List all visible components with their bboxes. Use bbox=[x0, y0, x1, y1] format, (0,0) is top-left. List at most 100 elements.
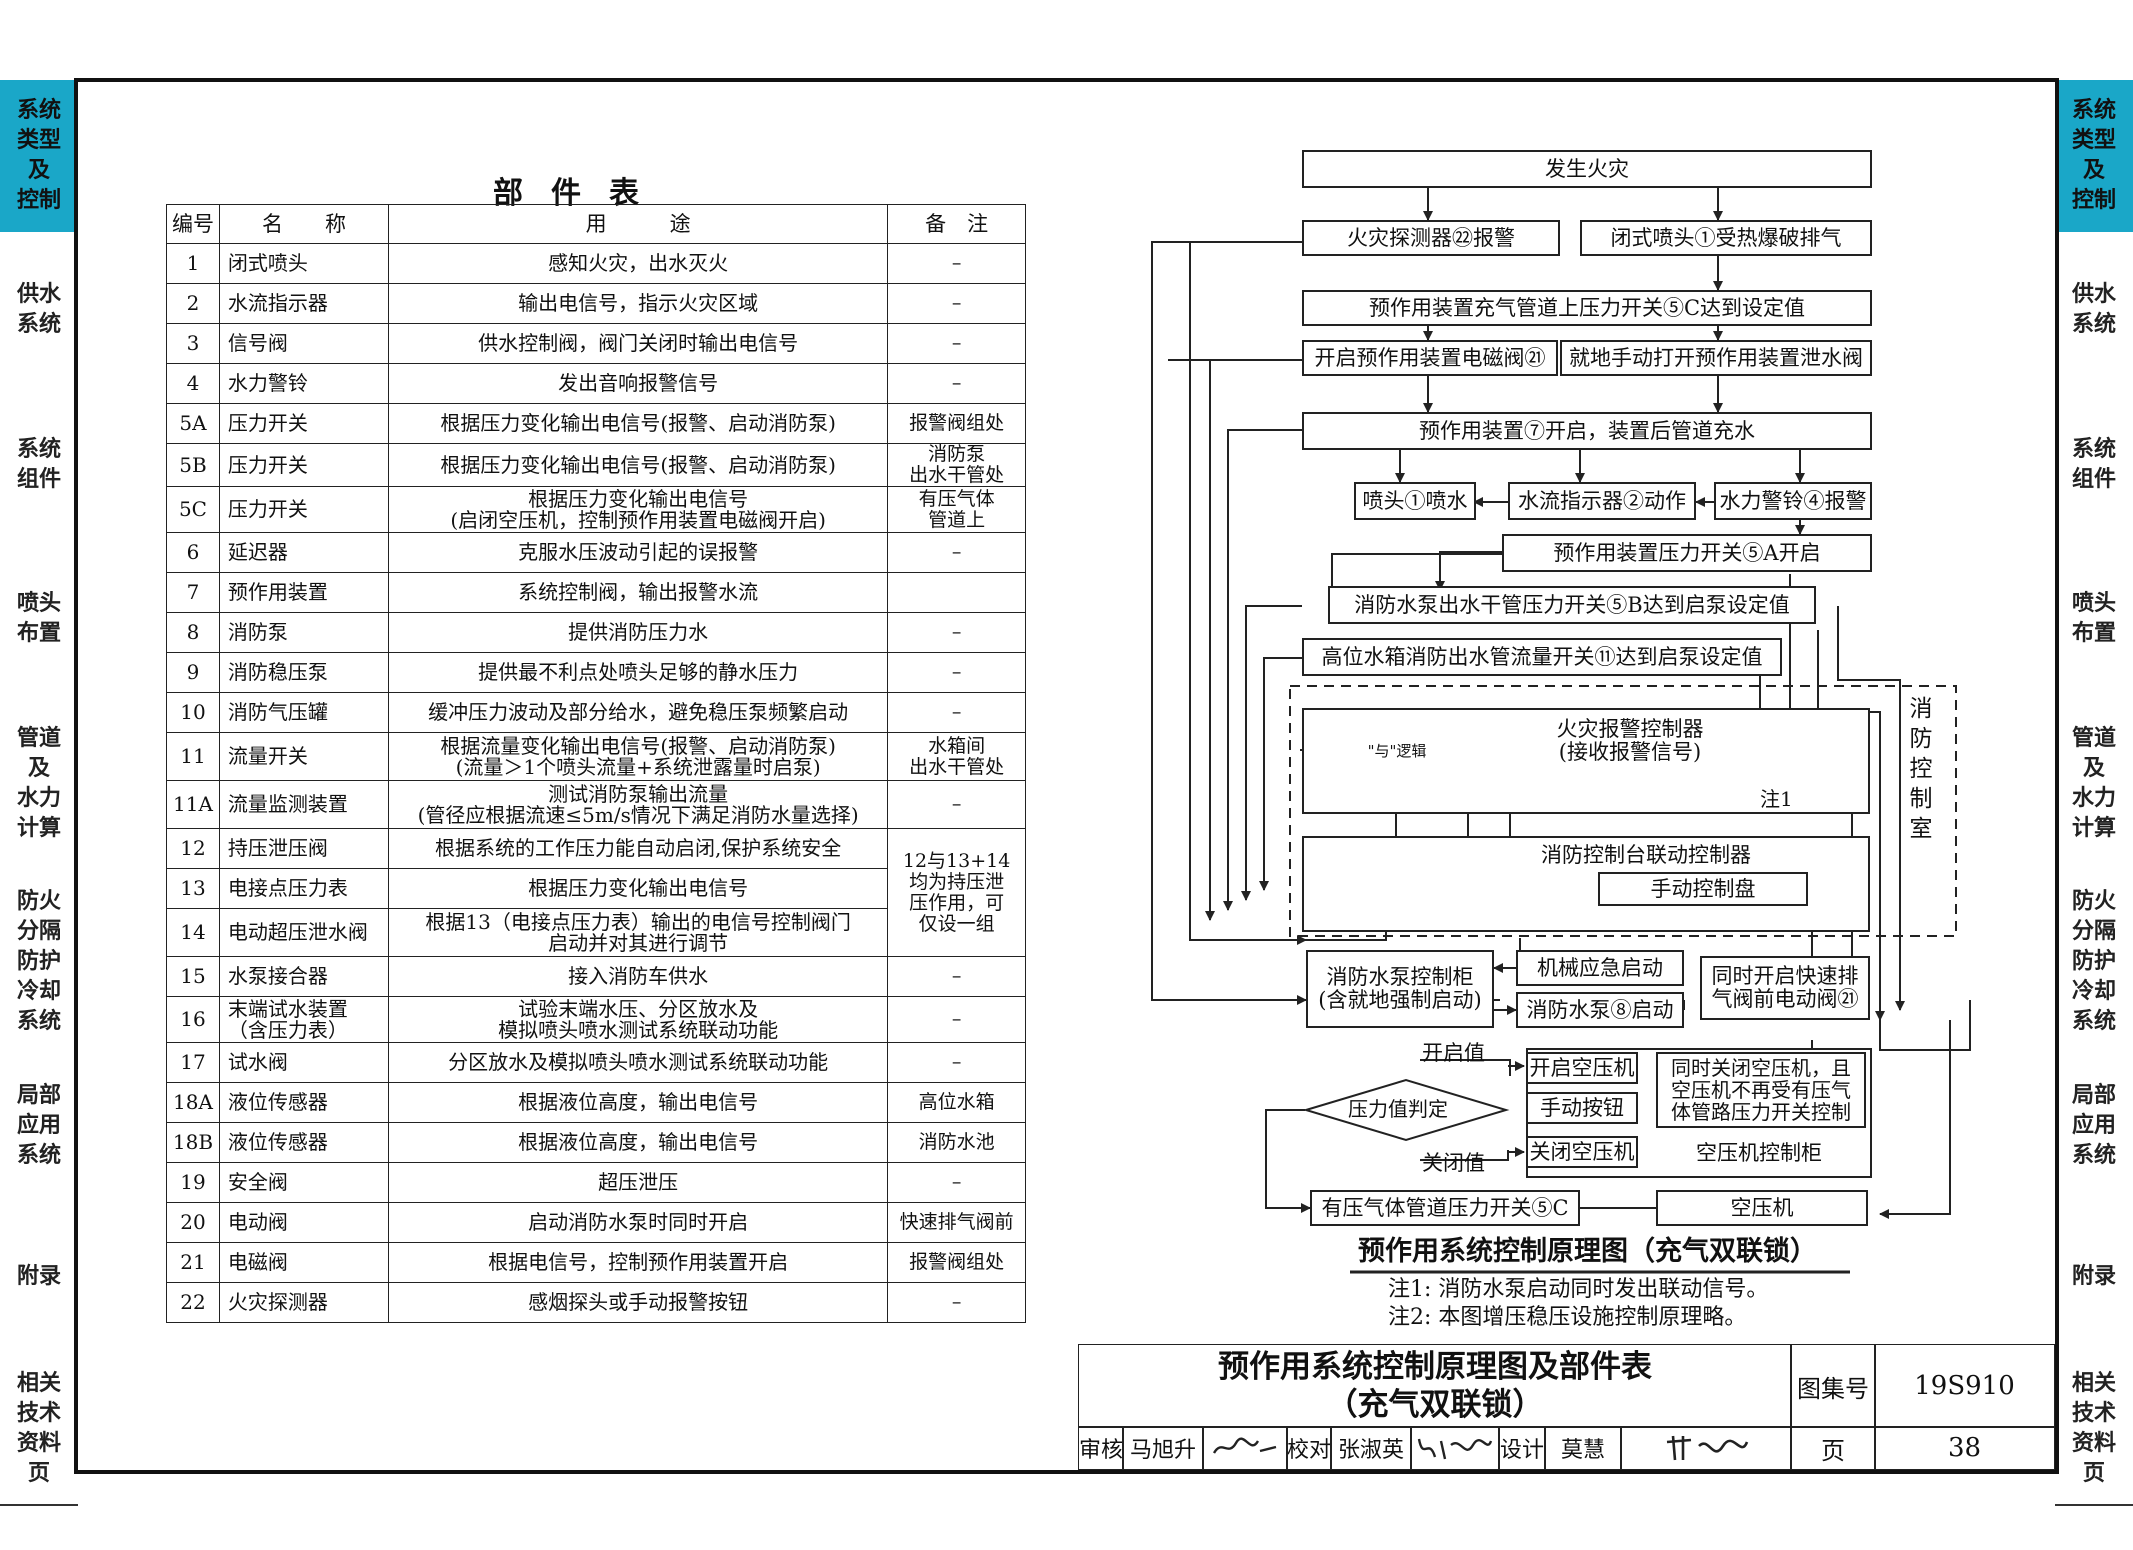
col-header-note: 备 注 bbox=[887, 204, 1026, 244]
left-sidebar-tab-7[interactable]: 局部 应用 系统 bbox=[0, 1052, 78, 1202]
right-sidebar-tab-2[interactable]: 供水 系统 bbox=[2055, 232, 2133, 390]
manual-drain-box: 就地手动打开预作用装置泄水阀 bbox=[1560, 340, 1872, 376]
left-sidebar-tab-5[interactable]: 管道 及 水力 计算 bbox=[0, 696, 78, 874]
right-sidebar-tab-7[interactable]: 局部 应用 系统 bbox=[2055, 1052, 2133, 1202]
part-number: 20 bbox=[166, 1202, 220, 1243]
part-name: 流量监测装置 bbox=[218, 780, 390, 829]
part-note: – bbox=[887, 956, 1026, 997]
switch-5a-box: 预作用装置压力开关⑤A开启 bbox=[1502, 534, 1872, 572]
left-sidebar-tab-8[interactable]: 附录 bbox=[0, 1200, 78, 1356]
part-use: 提供消防压力水 bbox=[388, 612, 889, 653]
part-number: 22 bbox=[166, 1282, 220, 1323]
part-number: 14 bbox=[166, 908, 220, 957]
part-note: – bbox=[887, 996, 1026, 1043]
design-label: 设计 bbox=[1498, 1426, 1546, 1470]
part-use: 供水控制阀，阀门关闭时输出电信号 bbox=[388, 323, 889, 364]
part-name: 电接点压力表 bbox=[218, 868, 390, 909]
part-note: 快速排气阀前 bbox=[887, 1202, 1026, 1243]
part-note: – bbox=[887, 532, 1026, 573]
part-note: 消防水池 bbox=[887, 1122, 1026, 1163]
part-number: 3 bbox=[166, 323, 220, 364]
page-number: 38 bbox=[1874, 1426, 2055, 1470]
head-spray-box: 喷头①喷水 bbox=[1354, 482, 1476, 520]
part-name: 消防稳压泵 bbox=[218, 652, 390, 693]
col-header-no: 编号 bbox=[166, 204, 220, 244]
part-number: 21 bbox=[166, 1242, 220, 1283]
part-number: 9 bbox=[166, 652, 220, 693]
left-sidebar-tab-6[interactable]: 防火 分隔 防护 冷却 系统 bbox=[0, 872, 78, 1054]
part-name: 压力开关 bbox=[218, 443, 390, 487]
designer-signature-mark bbox=[1666, 1435, 1749, 1461]
part-note: 报警阀组处 bbox=[887, 1242, 1026, 1283]
part-note: 消防泵 出水干管处 bbox=[887, 443, 1026, 487]
switch-5b-box: 消防水泵出水干管压力开关⑤B达到启泵设定值 bbox=[1328, 586, 1816, 624]
close-value-label: 关闭值 bbox=[1422, 1151, 1485, 1175]
pressure-judge-label: 压力值判定 bbox=[1348, 1097, 1448, 1121]
left-sidebar-tab-9[interactable]: 相关 技术 资料 页 bbox=[0, 1354, 78, 1506]
left-sidebar-tab-2[interactable]: 供水 系统 bbox=[0, 232, 78, 390]
reviewer-name: 马旭升 bbox=[1122, 1426, 1204, 1470]
checker-signature bbox=[1410, 1426, 1500, 1470]
part-use: 根据流量变化输出电信号(报警、启动消防泵) (流量＞1个喷头流量+系统泄露量时启… bbox=[388, 732, 889, 781]
left-sidebar-tab-3[interactable]: 系统 组件 bbox=[0, 388, 78, 544]
right-sidebar-tab-5[interactable]: 管道 及 水力 计算 bbox=[2055, 696, 2133, 874]
part-note: – bbox=[887, 323, 1026, 364]
col-header-use: 用 途 bbox=[388, 204, 889, 244]
part-name: 末端试水装置 （含压力表） bbox=[218, 996, 390, 1043]
part-use: 试验末端水压、分区放水及 模拟喷头喷水测试系统联动功能 bbox=[388, 996, 889, 1043]
part-number: 11A bbox=[166, 780, 220, 829]
right-sidebar-tab-8[interactable]: 附录 bbox=[2055, 1200, 2133, 1356]
part-use: 测试消防泵输出流量 (管径应根据流速≤5m/s情况下满足消防水量选择) bbox=[388, 780, 889, 829]
col-header-name: 名 称 bbox=[218, 204, 390, 244]
part-name: 液位传感器 bbox=[218, 1122, 390, 1163]
fire-occurs-box: 发生火灾 bbox=[1302, 150, 1872, 188]
right-sidebar-tab-6[interactable]: 防火 分隔 防护 冷却 系统 bbox=[2055, 872, 2133, 1054]
left-sidebar-tab-1[interactable]: 系统 类型 及 控制 bbox=[0, 80, 78, 234]
part-name: 水力警铃 bbox=[218, 363, 390, 404]
pump-start-box: 消防水泵⑧启动 bbox=[1516, 992, 1684, 1028]
note1-tag: 注1 bbox=[1760, 787, 1793, 811]
left-sidebar-tab-4[interactable]: 喷头 布置 bbox=[0, 542, 78, 698]
flow-indicator-box: 水流指示器②动作 bbox=[1508, 482, 1696, 520]
right-sidebar-tab-3[interactable]: 系统 组件 bbox=[2055, 388, 2133, 544]
note-1: 注1: 消防水泵启动同时发出联动信号。 bbox=[1388, 1277, 1769, 1302]
drawing-frame bbox=[74, 78, 2059, 1474]
reviewer-signature-mark bbox=[1212, 1437, 1277, 1454]
part-use: 根据13（电接点压力表）输出的电信号控制阀门 启动并对其进行调节 bbox=[388, 908, 889, 957]
checker-signature-mark bbox=[1417, 1438, 1493, 1460]
part-note: – bbox=[887, 363, 1026, 404]
right-sidebar-tab-4[interactable]: 喷头 布置 bbox=[2055, 542, 2133, 698]
fire-alarm-controller-label: 火灾报警控制器 (接收报警信号) bbox=[1556, 717, 1704, 764]
manual-panel-box: 手动控制盘 bbox=[1598, 872, 1808, 906]
atlas-number: 19S910 bbox=[1874, 1344, 2055, 1428]
control-room-label: 消 防 控 制 室 bbox=[1909, 696, 1933, 842]
part-use: 输出电信号，指示火灾区域 bbox=[388, 283, 889, 324]
part-use: 提供最不利点处喷头足够的静水压力 bbox=[388, 652, 889, 693]
open-value-label: 开启值 bbox=[1422, 1041, 1485, 1065]
right-sidebar-tab-9[interactable]: 相关 技术 资料 页 bbox=[2055, 1354, 2133, 1506]
parts-table-header: 编号 名 称 用 途 备 注 bbox=[166, 204, 1026, 244]
pressure-switch-5c-box: 预作用装置充气管道上压力开关⑤C达到设定值 bbox=[1302, 290, 1872, 326]
right-sidebar-tab-1[interactable]: 系统 类型 及 控制 bbox=[2055, 80, 2133, 234]
and-logic-label: "与"逻辑 bbox=[1367, 742, 1427, 760]
title-line-2: （充气双联锁） bbox=[1326, 1387, 1544, 1423]
open-exhaust-valve-box: 同时开启快速排 气阀前电动阀㉑ bbox=[1700, 956, 1870, 1020]
part-number: 18A bbox=[166, 1082, 220, 1123]
detector-alarm-box: 火灾探测器㉒报警 bbox=[1302, 220, 1560, 256]
flow-switch-11-box: 高位水箱消防出水管流量开关⑪达到启泵设定值 bbox=[1302, 638, 1782, 676]
part-name: 闭式喷头 bbox=[218, 243, 390, 284]
part-note: – bbox=[887, 1042, 1026, 1083]
part-name: 液位传感器 bbox=[218, 1082, 390, 1123]
alarm-bell-box: 水力警铃④报警 bbox=[1714, 482, 1872, 520]
review-label: 审核 bbox=[1078, 1426, 1124, 1470]
